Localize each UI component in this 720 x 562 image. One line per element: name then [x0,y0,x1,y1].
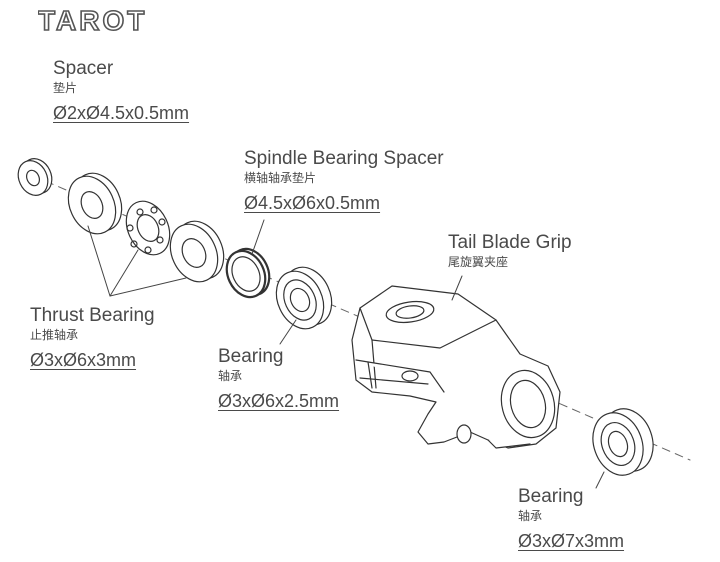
spindle-spacer-label: Spindle Bearing Spacer 横轴轴承垫片 Ø4.5xØ6x0.… [244,148,444,214]
spindle-spacer-cn: 横轴轴承垫片 [244,171,317,185]
bearing-large-label: Bearing 轴承 Ø3xØ7x3mm [518,486,624,552]
axis-line [19,169,691,461]
spacer-size: Ø2xØ4.5x0.5mm [53,103,190,123]
thrust-bearing-cn: 止推轴承 [30,328,79,342]
bearing-large-size: Ø3xØ7x3mm [518,531,625,551]
tail-grip-cn: 尾旋翼夹座 [448,255,509,269]
thrust-bearing-name: Thrust Bearing [30,305,155,326]
bearing-large-cn: 轴承 [518,509,543,523]
tarot-logo: TAROT [38,4,147,36]
thrust-race-1 [67,172,123,235]
bearing-small-cn: 轴承 [218,369,243,383]
leader-lines [87,219,605,489]
brand-text: TAROT [38,5,147,36]
bearing-small-size: Ø3xØ6x2.5mm [218,391,340,411]
thrust-race-2 [169,220,225,283]
bearing-large-name: Bearing [518,486,584,507]
spacer-label: Spacer 垫片 Ø2xØ4.5x0.5mm [53,58,193,124]
spindle-spacer-name: Spindle Bearing Spacer [244,148,444,169]
thrust-bearing-size: Ø3xØ6x3mm [30,350,137,370]
large-bearing [592,408,654,476]
tail-grip-label: Tail Blade Grip 尾旋翼夹座 [448,232,572,270]
spacer-washer [17,158,53,196]
thrust-bearing-label: Thrust Bearing 止推轴承 Ø3xØ6x3mm [30,305,155,371]
spindle-spacer-ring [225,247,271,299]
tail-grip-name: Tail Blade Grip [448,232,572,253]
bearing-small-label: Bearing 轴承 Ø3xØ6x2.5mm [218,346,339,412]
bearing-small-name: Bearing [218,346,284,367]
thrust-cage [125,200,171,256]
tail-blade-grip [351,285,561,449]
small-bearing [275,266,333,330]
spacer-cn: 垫片 [53,81,78,95]
spindle-spacer-size: Ø4.5xØ6x0.5mm [244,193,381,213]
spacer-name: Spacer [53,58,114,79]
